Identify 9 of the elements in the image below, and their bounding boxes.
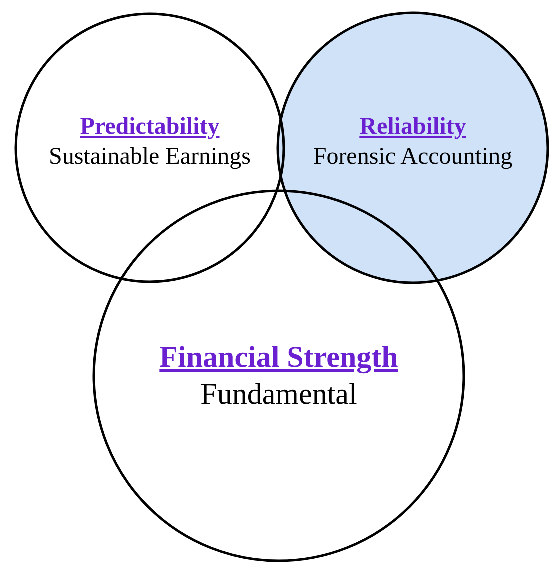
- venn-circle: [276, 11, 550, 285]
- venn-circle: [14, 12, 286, 284]
- circle-heading: Reliability: [360, 113, 466, 142]
- circle-heading: Predictability: [80, 113, 220, 142]
- circle-heading: Financial Strength: [160, 340, 398, 376]
- circle-text: Forensic Accounting: [313, 143, 513, 172]
- venn-circle: [92, 189, 466, 563]
- circle-text: Fundamental: [200, 377, 358, 413]
- circle-text: Sustainable Earnings: [49, 143, 251, 172]
